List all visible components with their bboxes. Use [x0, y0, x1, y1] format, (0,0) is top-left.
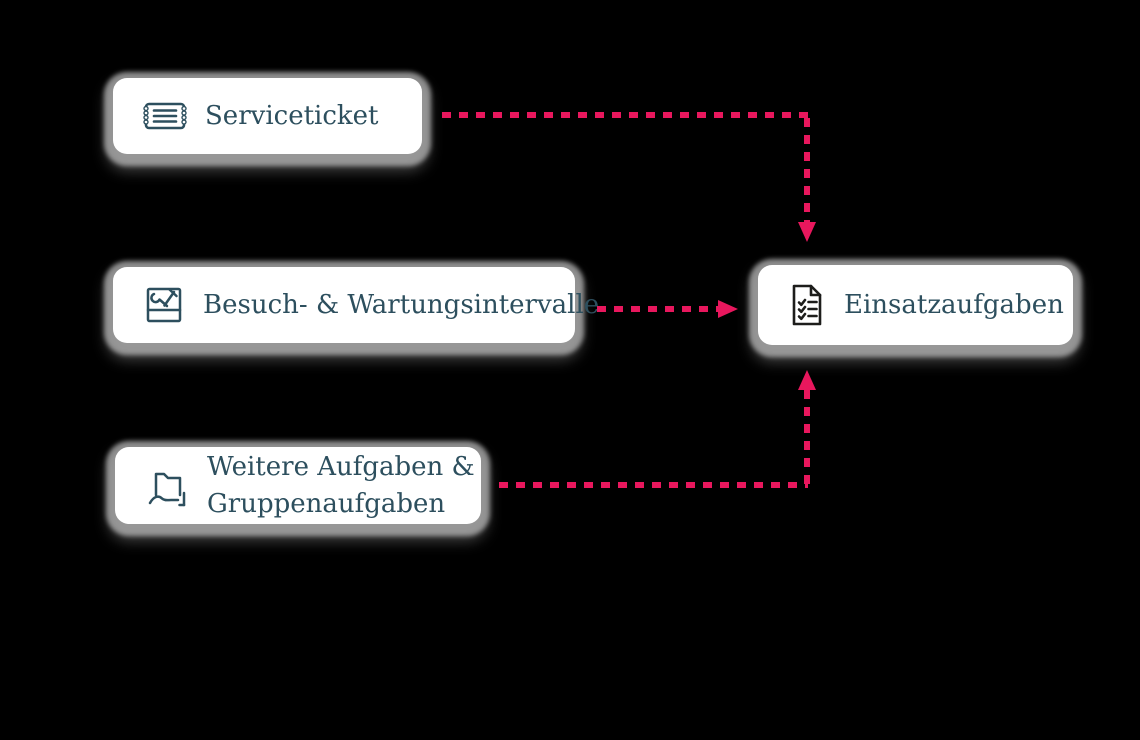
node-weitere-aufgaben-line1: Weitere Aufgaben & — [207, 451, 475, 482]
node-einsatzaufgaben-label: Einsatzaufgaben — [844, 290, 1064, 320]
node-weitere-aufgaben-label: Weitere Aufgaben & Gruppenaufgaben — [207, 449, 475, 523]
ticket-icon — [141, 96, 189, 136]
folder-hand-icon — [143, 462, 191, 510]
edge-intervalle-arrowhead-right-icon — [718, 300, 738, 318]
edge-weitere-to-einsatz-horizontal-line — [499, 482, 808, 488]
node-besuch-wartungsintervalle-label: Besuch- & Wartungsintervalle — [203, 290, 600, 320]
edge-weitere-arrowhead-up-icon — [798, 370, 816, 390]
node-besuch-wartungsintervalle: Besuch- & Wartungsintervalle — [113, 267, 599, 343]
node-weitere-aufgaben-line2: Gruppenaufgaben — [207, 488, 446, 519]
toolbox-icon — [141, 282, 187, 328]
node-serviceticket-label: Serviceticket — [205, 101, 379, 131]
edge-intervalle-to-einsatz-line — [597, 306, 718, 312]
edge-serviceticket-to-einsatz-vertical-line — [804, 118, 810, 222]
node-serviceticket: Serviceticket — [113, 78, 422, 154]
edge-serviceticket-arrowhead-down-icon — [798, 222, 816, 242]
node-einsatzaufgaben: Einsatzaufgaben — [758, 265, 1073, 345]
checklist-document-icon — [786, 281, 828, 329]
edge-serviceticket-to-einsatz-horizontal-line — [442, 112, 811, 118]
edge-weitere-to-einsatz-vertical-line — [804, 390, 810, 486]
node-weitere-aufgaben: Weitere Aufgaben & Gruppenaufgaben — [115, 447, 481, 524]
